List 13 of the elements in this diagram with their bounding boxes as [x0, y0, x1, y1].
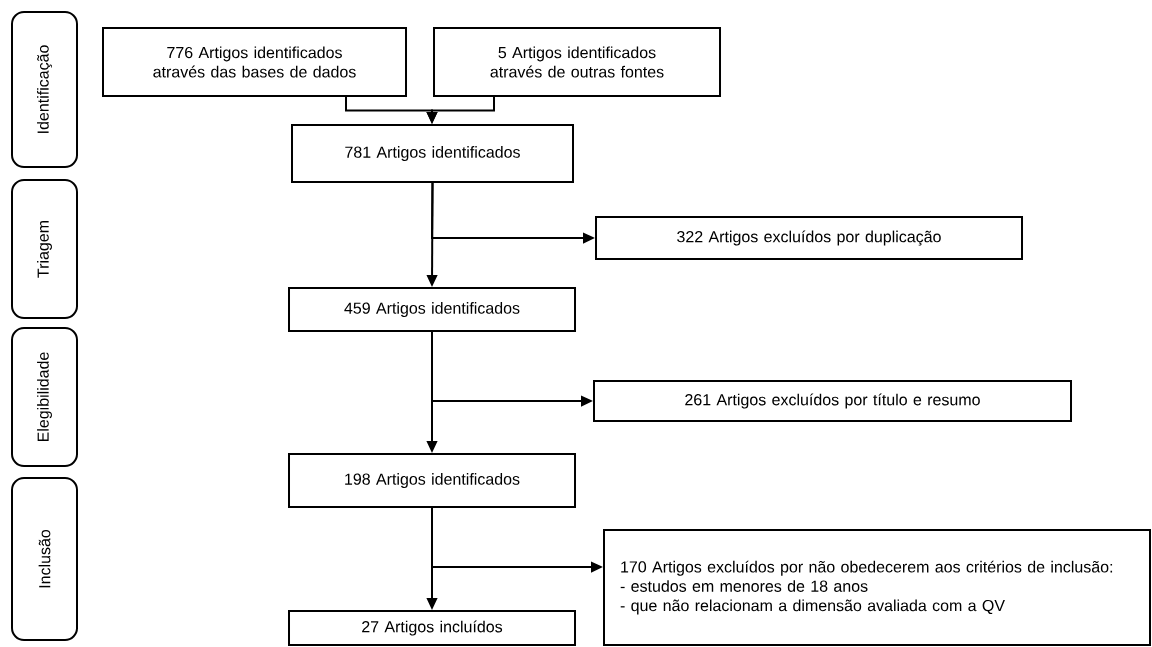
process-box: 5 Artigos identificados através de outras fontes — [433, 27, 721, 97]
process-box: 781 Artigos identificados — [291, 124, 574, 183]
process-box: 198 Artigos identificados — [288, 453, 576, 508]
process-box: 459 Artigos identificados — [288, 287, 576, 332]
process-box: 261 Artigos excluídos por título e resumo — [593, 380, 1072, 422]
stage-label: Triagem — [11, 179, 78, 319]
stage-label: Elegibilidade — [11, 327, 78, 467]
process-box: 322 Artigos excluídos por duplicação — [595, 216, 1023, 260]
stage-label: Identificação — [11, 11, 78, 168]
stage-label: Inclusão — [11, 477, 78, 641]
exclusion-box: 170 Artigos excluídos por não obedecerem aos critérios de inclusão: - estudos em menores de 18 anos - que não relacionam a dimensão avaliada com a QV — [603, 529, 1151, 646]
process-box: 776 Artigos identificados através das bases de dados — [102, 27, 407, 97]
process-box: 27 Artigos incluídos — [288, 610, 576, 646]
